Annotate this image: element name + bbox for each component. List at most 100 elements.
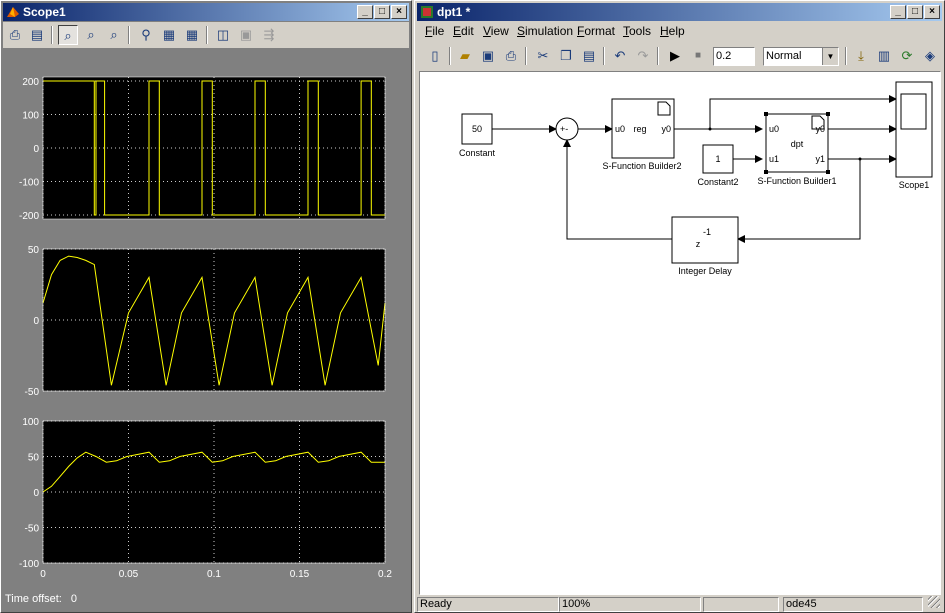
x-tick-label: 0.1 bbox=[207, 569, 221, 580]
sfb1-out1: y1 bbox=[815, 154, 825, 164]
open-icon[interactable]: ▰ bbox=[460, 48, 470, 63]
parameters-icon[interactable]: ▤ bbox=[30, 27, 44, 42]
autoscale-icon[interactable]: ⚲ bbox=[141, 27, 151, 42]
y-tick-label: 0 bbox=[33, 144, 39, 155]
y-tick-label: 100 bbox=[22, 111, 39, 122]
selection-handle[interactable] bbox=[826, 112, 830, 116]
scope-block[interactable]: Scope1 bbox=[895, 81, 933, 190]
model-canvas[interactable]: 50 Constant +- u0 reg y0 S-Function Buil… bbox=[419, 71, 941, 595]
wire-delay-sum[interactable] bbox=[563, 139, 672, 240]
resize-grip-icon[interactable] bbox=[928, 596, 940, 608]
menu-tools[interactable]: Tools bbox=[623, 24, 652, 38]
chevron-down-icon[interactable]: ▼ bbox=[822, 48, 838, 65]
paste-icon[interactable]: ▤ bbox=[582, 48, 596, 63]
sfb2-name: reg bbox=[633, 124, 646, 134]
minimize-button[interactable]: _ bbox=[890, 5, 906, 19]
sfb1-out0: y0 bbox=[815, 124, 825, 134]
sfb2-block[interactable]: u0 reg y0 S-Function Builder2 bbox=[602, 98, 682, 171]
toolbar-separator bbox=[603, 47, 605, 65]
menu-file[interactable]: File bbox=[425, 24, 445, 38]
y-tick-label: -200 bbox=[19, 211, 39, 222]
save-icon[interactable]: ▣ bbox=[481, 48, 495, 63]
stop-simulation-icon[interactable]: ■ bbox=[694, 50, 702, 61]
lock-icon[interactable]: ▣ bbox=[239, 27, 253, 42]
toolbar-separator bbox=[449, 47, 451, 65]
wire-branch-scope[interactable] bbox=[709, 95, 897, 129]
stop-time-input[interactable]: 0.2 bbox=[713, 47, 755, 66]
sum-block[interactable]: +- bbox=[555, 117, 579, 141]
update-diagram-icon[interactable]: ▥ bbox=[877, 48, 891, 63]
zoom-x-icon[interactable]: ⌕ bbox=[87, 27, 95, 42]
constant2-block[interactable]: 1 Constant2 bbox=[697, 144, 739, 187]
x-tick-label: 0.2 bbox=[378, 569, 392, 580]
plot-frame bbox=[42, 248, 386, 392]
simulink-icon bbox=[421, 6, 433, 18]
toolbar-separator bbox=[845, 47, 847, 65]
document-icon bbox=[657, 101, 671, 116]
selection-handle[interactable] bbox=[826, 170, 830, 174]
toolbar-separator bbox=[525, 47, 527, 65]
simulation-mode-select[interactable]: Normal ▼ bbox=[763, 47, 839, 66]
y-tick-label: 50 bbox=[28, 245, 40, 256]
sfb2-in: u0 bbox=[615, 124, 625, 134]
menu-edit[interactable]: Edit bbox=[453, 24, 474, 38]
selection-handle[interactable] bbox=[764, 112, 768, 116]
simulation-mode-value: Normal bbox=[766, 50, 802, 62]
sfb2-label: S-Function Builder2 bbox=[602, 161, 681, 171]
maximize-button[interactable]: □ bbox=[374, 5, 390, 19]
start-simulation-icon[interactable]: ▶ bbox=[670, 48, 680, 63]
menu-format[interactable]: Format bbox=[577, 24, 616, 38]
copy-icon[interactable]: ❐ bbox=[560, 48, 572, 63]
matlab-icon bbox=[7, 7, 19, 17]
save-axes-icon[interactable]: ▦ bbox=[162, 27, 176, 42]
print-icon[interactable]: ⎙ bbox=[505, 48, 517, 63]
model-titlebar[interactable]: dpt1 * _ □ × bbox=[417, 3, 942, 21]
cut-icon[interactable]: ✂ bbox=[537, 48, 549, 63]
plot-2[interactable]: 500-50 bbox=[25, 245, 386, 398]
wire-y1-delay[interactable] bbox=[737, 159, 861, 243]
minimize-button[interactable]: _ bbox=[357, 5, 373, 19]
model-menubar: File Edit View Simulation Format Tools H… bbox=[417, 22, 942, 40]
delay-label: Integer Delay bbox=[678, 266, 732, 276]
scope-title: Scope1 bbox=[23, 5, 66, 19]
restore-axes-icon[interactable]: ▦ bbox=[185, 27, 199, 42]
toolbar-separator bbox=[206, 26, 208, 44]
time-offset-value: 0 bbox=[70, 593, 78, 605]
scope-titlebar[interactable]: Scope1 _ □ × bbox=[3, 3, 409, 21]
delay-exponent: -1 bbox=[703, 227, 711, 237]
sfb1-block[interactable]: u0 u1 dpt y0 y1 S-Function Builder1 bbox=[757, 112, 837, 186]
redo-icon[interactable]: ↷ bbox=[637, 48, 649, 63]
build-icon[interactable]: ⤓ bbox=[858, 48, 864, 63]
library-browser-icon[interactable]: ◈ bbox=[925, 48, 935, 63]
zoom-y-icon[interactable]: ⌕ bbox=[110, 27, 118, 42]
y-tick-label: 0 bbox=[33, 488, 39, 499]
menu-view[interactable]: View bbox=[483, 24, 509, 38]
plot-frame bbox=[42, 76, 386, 220]
undo-icon[interactable]: ↶ bbox=[614, 48, 626, 63]
toolbar-separator bbox=[51, 26, 53, 44]
selection-handle[interactable] bbox=[764, 170, 768, 174]
y-tick-label: -100 bbox=[19, 559, 39, 570]
print-icon[interactable]: ⎙ bbox=[9, 27, 21, 42]
close-button[interactable]: × bbox=[924, 5, 940, 19]
menu-simulation[interactable]: Simulation bbox=[517, 24, 574, 38]
constant-block[interactable]: 50 Constant bbox=[459, 113, 496, 158]
sfb1-in0: u0 bbox=[769, 124, 779, 134]
float-icon[interactable]: ◫ bbox=[216, 27, 230, 42]
close-button[interactable]: × bbox=[391, 5, 407, 19]
integer-delay-block[interactable]: -1 z Integer Delay bbox=[671, 216, 739, 276]
constant2-value: 1 bbox=[715, 154, 720, 164]
status-ready: Ready bbox=[417, 597, 559, 612]
refresh-icon[interactable]: ⟳ bbox=[901, 48, 913, 63]
time-offset: Time offset: 0 bbox=[5, 593, 77, 605]
menu-help[interactable]: Help bbox=[660, 24, 685, 38]
zoom-icon[interactable]: ⌕ bbox=[58, 25, 78, 45]
new-model-icon[interactable]: ▯ bbox=[431, 48, 439, 63]
y-tick-label: -100 bbox=[19, 178, 39, 189]
signal-select-icon[interactable]: ⇶ bbox=[263, 27, 275, 42]
maximize-button[interactable]: □ bbox=[907, 5, 923, 19]
